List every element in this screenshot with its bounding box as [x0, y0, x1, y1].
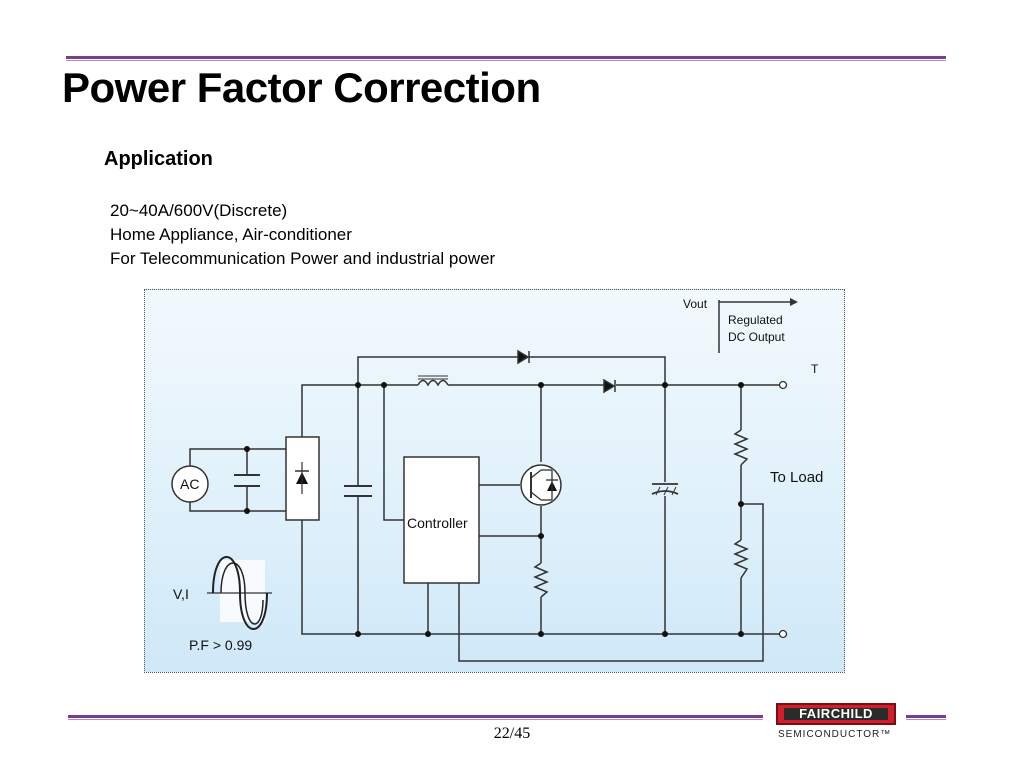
logo-badge: FAIRCHILD	[776, 703, 896, 725]
application-item: For Telecommunication Power and industri…	[110, 249, 496, 268]
top-rail-wire	[301, 384, 780, 437]
page-number: 22/45	[493, 725, 531, 742]
divider-resistor-bottom	[733, 539, 749, 579]
slide-title: Power Factor Correction	[62, 64, 541, 111]
vout-label: Vout	[683, 297, 708, 311]
bottom-rule-right	[906, 715, 946, 720]
return-wire	[458, 503, 764, 662]
top-rule	[66, 56, 946, 62]
bridge-rectifier	[285, 436, 320, 521]
junction-dots	[244, 382, 744, 637]
application-list: 20~40A/600V(Discrete) Home Appliance, Ai…	[110, 199, 495, 271]
power-switch	[520, 464, 562, 506]
fairchild-logo: FAIRCHILD SEMICONDUCTOR™	[776, 703, 904, 743]
t-label: T	[811, 362, 819, 376]
regulated-label: Regulated	[728, 313, 783, 327]
bypass-diode	[517, 349, 530, 365]
bottom-rule-left	[68, 715, 763, 720]
bypass-wire	[357, 356, 666, 385]
boost-diode	[603, 378, 616, 394]
power-factor-label: P.F > 0.99	[189, 637, 252, 653]
ac-source	[171, 465, 209, 503]
ac-capacitor-plates	[234, 474, 260, 487]
output-terminal-bottom	[778, 629, 788, 639]
ac-wire	[189, 448, 286, 512]
dc-output-label: DC Output	[728, 330, 785, 344]
input-capacitor-plates	[344, 485, 372, 497]
to-load-label: To Load	[770, 469, 823, 486]
slide-subtitle: Application	[104, 148, 213, 170]
controller-label: Controller	[407, 515, 468, 531]
vout-bracket	[718, 300, 790, 353]
application-item: Home Appliance, Air-conditioner	[110, 225, 352, 244]
boost-inductor	[417, 375, 449, 387]
application-item: 20~40A/600V(Discrete)	[110, 201, 288, 220]
vi-label: V,I	[173, 586, 189, 602]
sense-resistor	[533, 562, 549, 598]
vout-arrow	[790, 298, 798, 306]
output-terminal-top	[778, 380, 788, 390]
sine-waveform-icon	[207, 556, 272, 630]
output-capacitor	[651, 483, 679, 496]
logo-brand-text: FAIRCHILD	[784, 707, 888, 720]
ac-label: AC	[180, 476, 199, 492]
bottom-rail-wire	[301, 520, 780, 635]
controller-sense-wire	[383, 385, 404, 521]
controller-block	[403, 456, 480, 584]
divider-resistor-top	[733, 429, 749, 466]
logo-subtext: SEMICONDUCTOR™	[778, 729, 892, 740]
